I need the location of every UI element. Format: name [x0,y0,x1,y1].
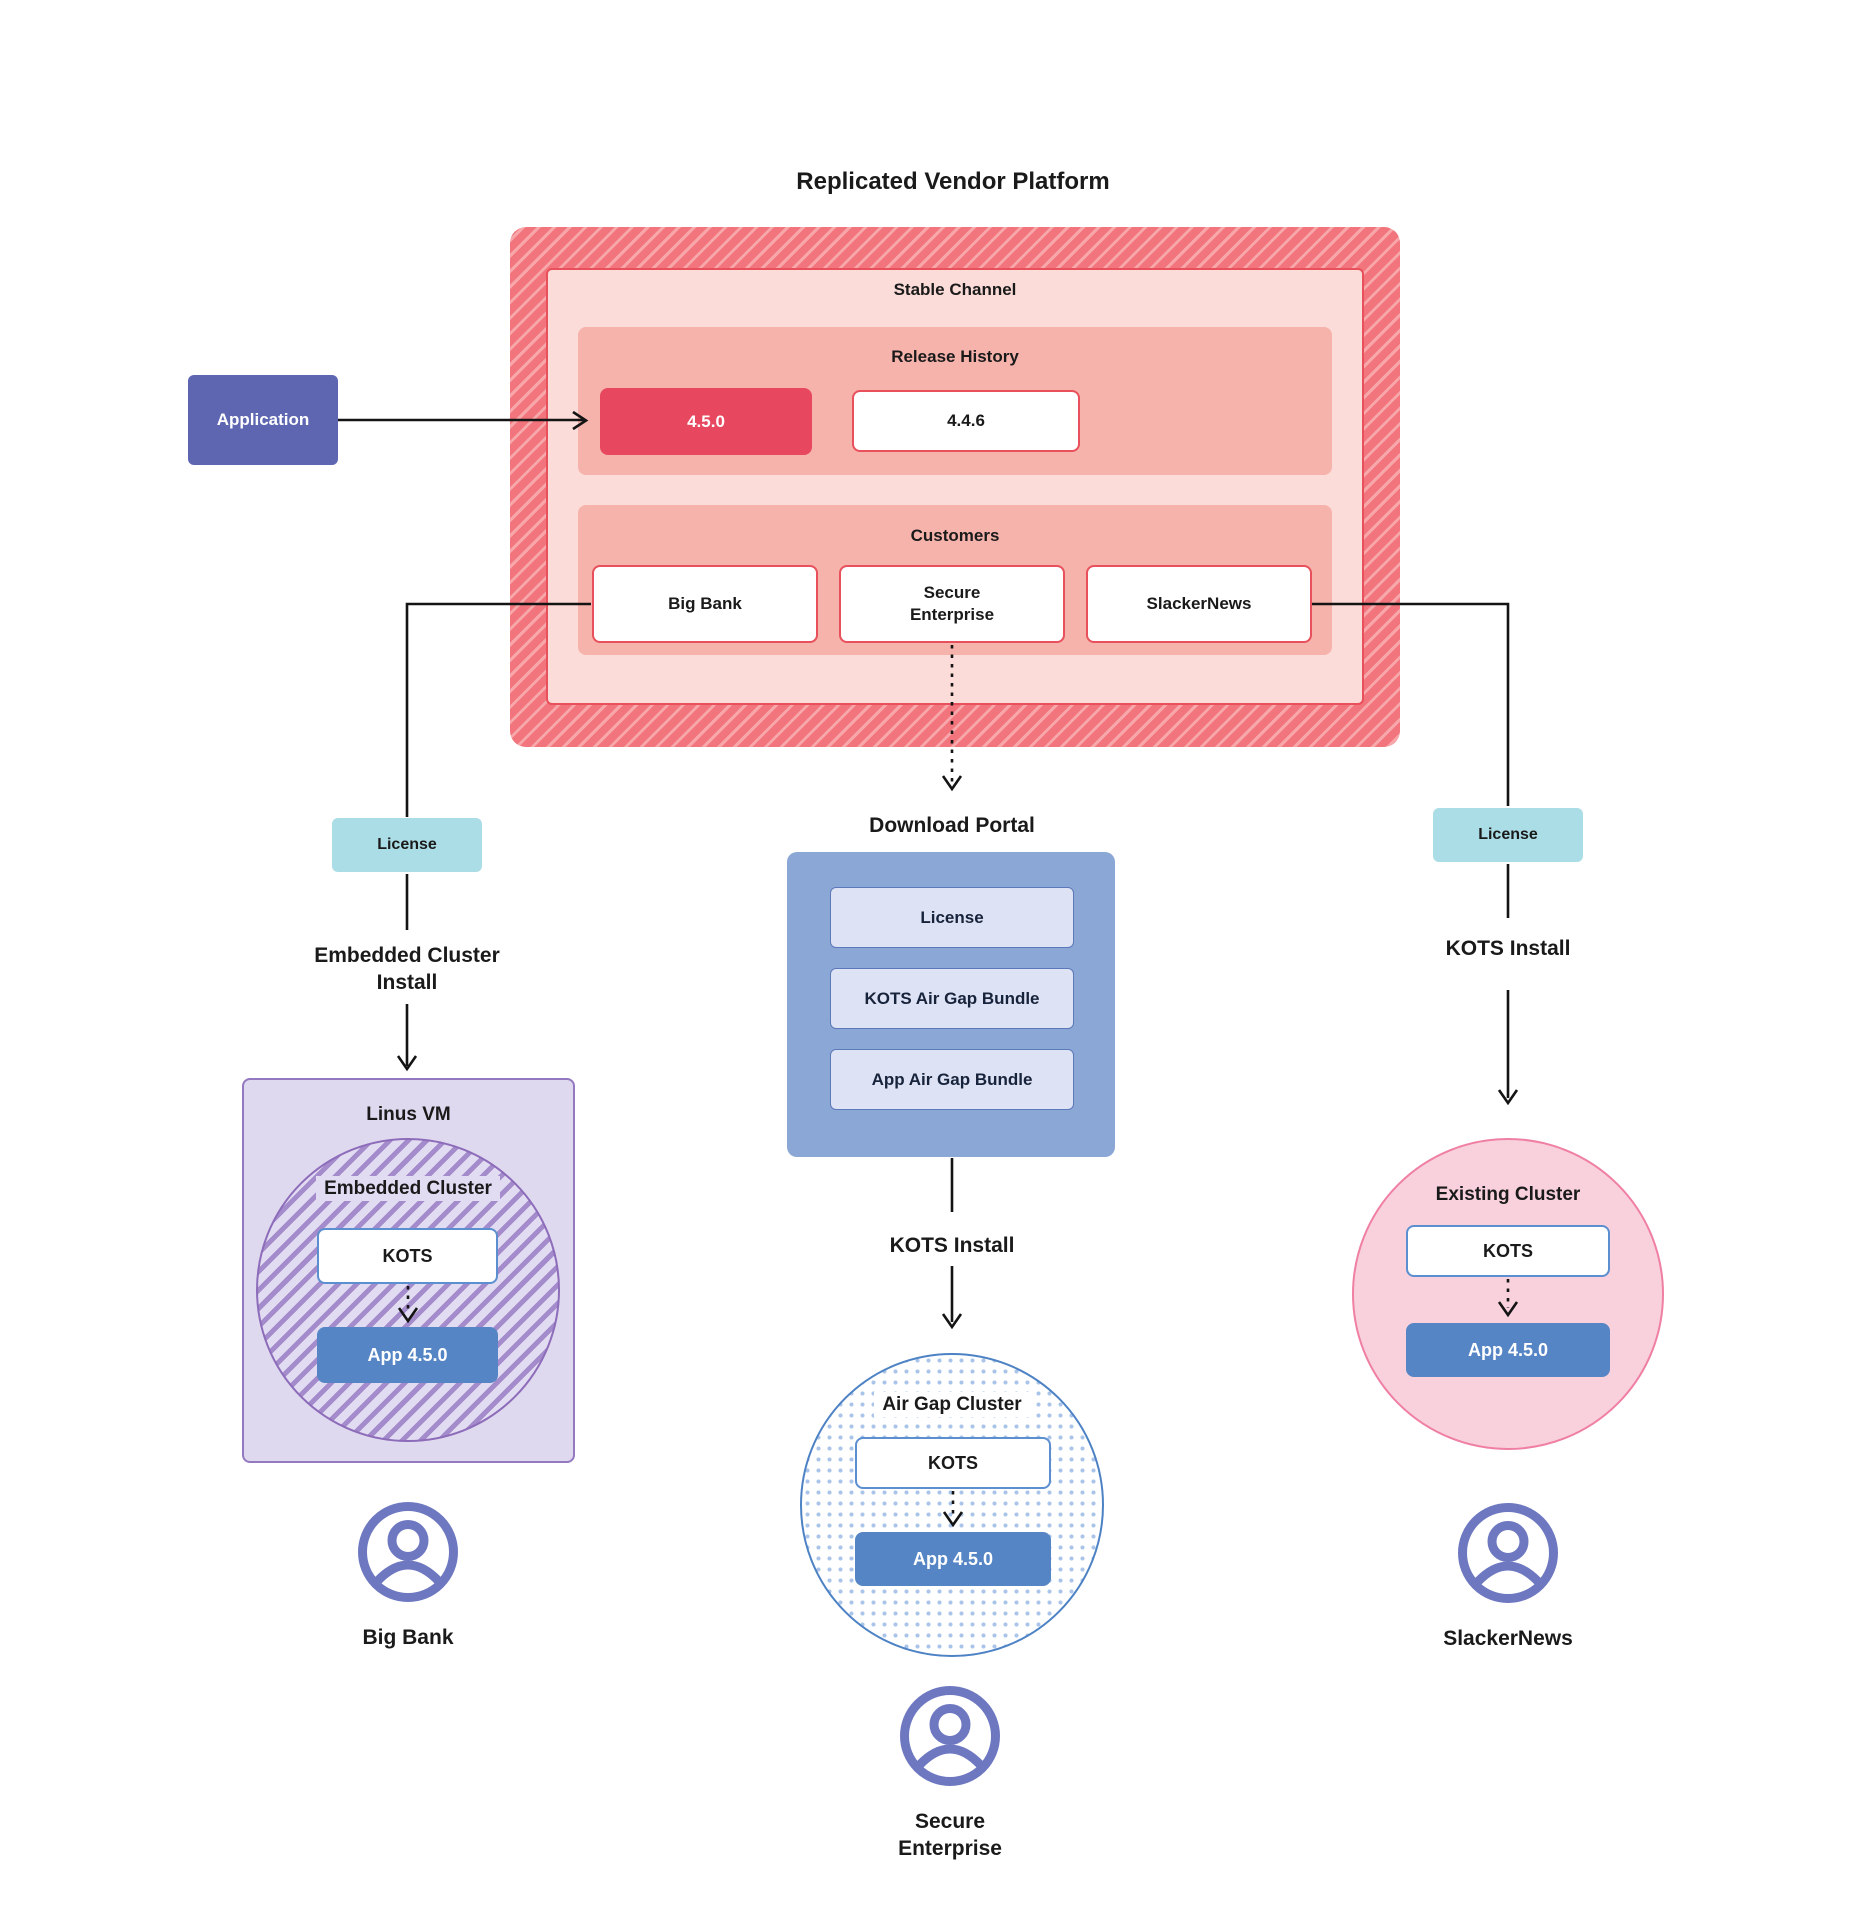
license-chip-big-bank: License [332,818,482,872]
customer-box-big-bank-label: Big Bank [668,593,742,613]
download-portal-title: Download Portal [869,814,1035,837]
release-history-label: Release History [891,347,1019,366]
user-label-big-bank: Big Bank [362,1626,454,1649]
user-icon-slackernews [1458,1503,1558,1603]
kots-install-label-middle: KOTS Install [889,1234,1015,1257]
release-box-previous: 4.4.6 [852,390,1080,452]
kots-install-label-right: KOTS Install [1445,937,1571,960]
stable-channel-label: Stable Channel [893,280,1017,299]
kots-box-embedded: KOTS [317,1228,498,1284]
customer-box-secure-enterprise: Secure Enterprise [839,565,1065,643]
existing-cluster-label: Existing Cluster [1354,1182,1662,1208]
portal-item-app-bundle: App Air Gap Bundle [830,1049,1074,1110]
embedded-cluster-install-label: Embedded Cluster Install [314,944,500,995]
air-gap-cluster-label: Air Gap Cluster [802,1392,1102,1418]
user-icon-big-bank [358,1502,458,1602]
license-chip-slackernews: License [1433,808,1583,862]
customers-label: Customers [910,526,1000,545]
kots-box-existing: KOTS [1406,1225,1610,1277]
release-box-current: 4.5.0 [600,388,812,455]
customer-box-big-bank: Big Bank [592,565,818,643]
portal-item-license: License [830,887,1074,948]
linus-vm-label: Linus VM [366,1104,451,1125]
portal-item-kots-bundle: KOTS Air Gap Bundle [830,968,1074,1029]
embedded-cluster-label: Embedded Cluster [258,1176,558,1202]
customer-box-secure-enterprise-label: Secure Enterprise [909,582,995,624]
app-box-embedded: App 4.5.0 [317,1327,498,1383]
user-label-slackernews: SlackerNews [1443,1627,1573,1650]
kots-box-airgap: KOTS [855,1437,1051,1489]
customer-box-slackernews: SlackerNews [1086,565,1312,643]
embedded-cluster-label-text: Embedded Cluster [316,1176,500,1201]
diagram-title: Replicated Vendor Platform [796,168,1110,195]
user-label-secure-enterprise: Secure Enterprise [898,1810,1002,1861]
user-icon-secure-enterprise [900,1686,1000,1786]
app-box-existing: App 4.5.0 [1406,1323,1610,1377]
customer-box-slackernews-label: SlackerNews [1146,593,1252,613]
app-box-airgap: App 4.5.0 [855,1532,1051,1586]
existing-cluster-label-text: Existing Cluster [1435,1184,1581,1205]
air-gap-cluster-label-text: Air Gap Cluster [874,1392,1030,1417]
application-box: Application [188,375,338,465]
